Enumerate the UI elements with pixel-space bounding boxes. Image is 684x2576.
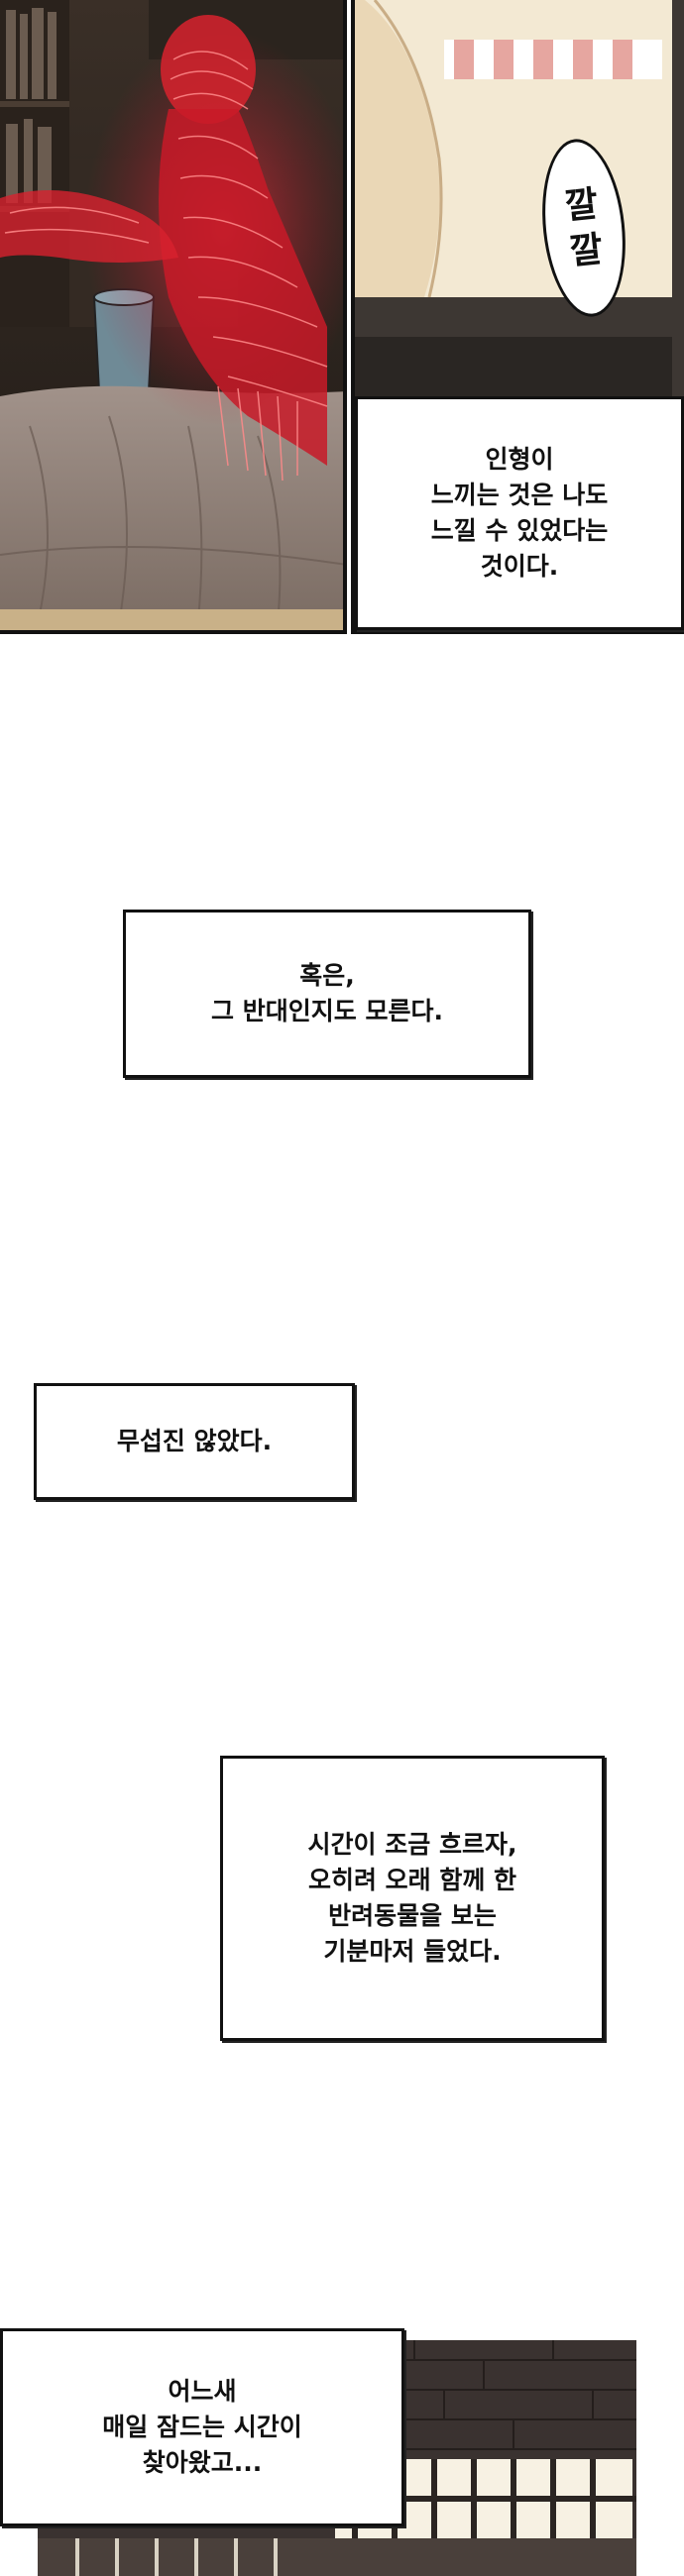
red-doll — [0, 15, 343, 482]
sfx-char: 깔 — [567, 228, 606, 273]
narration-box: 혹은, 그 반대인지도 모른다. — [123, 910, 531, 1078]
awning — [444, 40, 662, 79]
panel-bedroom-doll — [0, 0, 347, 634]
narration-box: 어느새 매일 잠드는 시간이 찾아왔고... — [0, 2328, 404, 2526]
blanket — [0, 385, 343, 630]
narration-box: 무섭진 않았다. — [34, 1383, 355, 1500]
sfx-char: 깔 — [562, 182, 601, 228]
narration-box: 시간이 조금 흐르자, 오히려 오래 함께 한 반려동물을 보는 기분마저 들었… — [220, 1756, 605, 2041]
bedroom-illustration — [0, 0, 343, 630]
narration-box: 인형이 느끼는 것은 나도 느낄 수 있었다는 것이다. — [355, 396, 684, 630]
